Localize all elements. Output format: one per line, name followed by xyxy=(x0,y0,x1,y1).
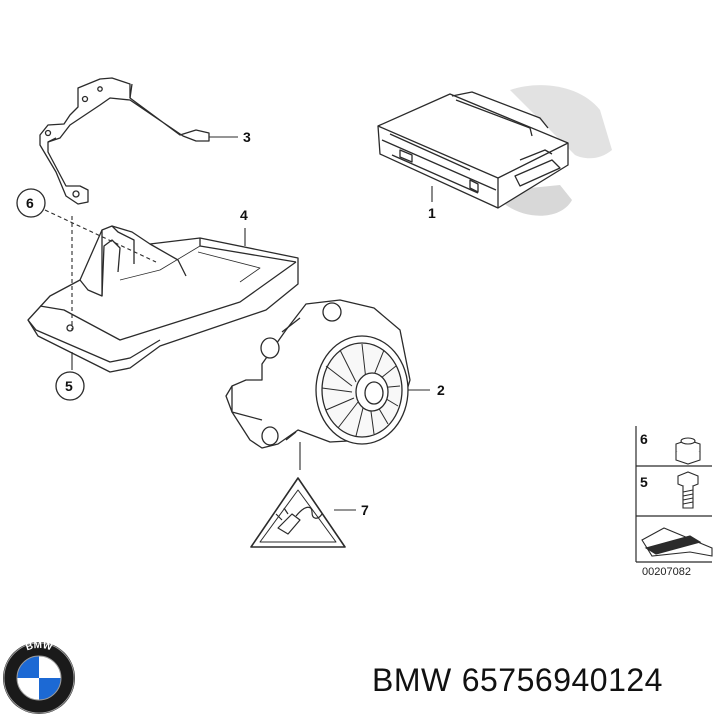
hex-nut-icon xyxy=(675,437,701,465)
callout-5-circle: 5 xyxy=(55,371,85,401)
alarm-siren-part xyxy=(225,299,411,449)
callout-7: 7 xyxy=(361,502,369,518)
svg-text:BMW: BMW xyxy=(24,640,54,654)
leader-lines xyxy=(44,136,433,511)
brand-name: BMW xyxy=(372,662,452,698)
fastener-legend: 6 5 00207082 xyxy=(635,426,713,578)
callout-6-circle: 6 xyxy=(16,188,46,218)
callout-5: 5 xyxy=(65,378,73,394)
bracket-part xyxy=(39,77,210,205)
warning-label-part xyxy=(250,477,346,548)
bmw-logo: BMW xyxy=(3,640,75,714)
hex-bolt-icon xyxy=(677,471,699,509)
callout-labels: 1 2 3 4 6 5 7 xyxy=(16,129,445,518)
part-number: 65756940124 xyxy=(461,662,663,698)
callout-2: 2 xyxy=(437,382,445,398)
callout-3: 3 xyxy=(243,129,251,145)
legend-item-6: 6 xyxy=(640,431,648,447)
shim-plate-icon xyxy=(641,527,713,557)
holder-tray-part xyxy=(27,225,299,373)
callout-1: 1 xyxy=(428,205,436,221)
control-unit-part xyxy=(377,85,612,216)
callout-4: 4 xyxy=(240,207,248,223)
legend-item-5: 5 xyxy=(640,474,648,490)
reference-code: 00207082 xyxy=(642,566,691,578)
logo-letters-text: BMW xyxy=(24,640,54,654)
callout-6: 6 xyxy=(26,195,34,211)
logo-letters: BMW xyxy=(24,640,54,654)
